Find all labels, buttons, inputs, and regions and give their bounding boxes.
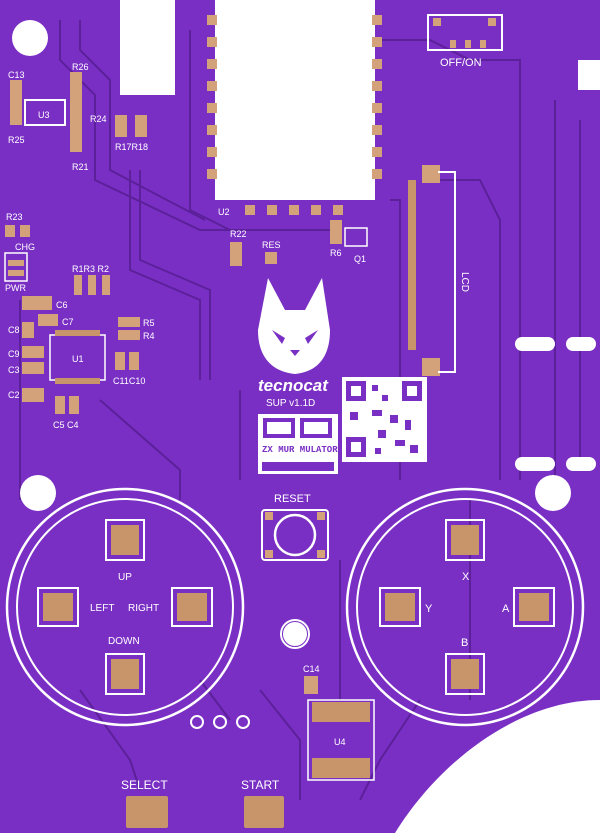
c2-label: C2	[8, 390, 20, 400]
copper-traces	[19, 20, 581, 801]
u1-label: U1	[72, 354, 84, 364]
r5-label: R5	[143, 318, 155, 328]
dpad-down-button[interactable]	[105, 653, 145, 695]
mount-hole-mid-left	[20, 475, 56, 511]
u2-pads	[207, 15, 382, 215]
u4-chip	[307, 699, 375, 781]
tecnocat-cat-logo	[258, 278, 330, 374]
dpad-right-button[interactable]	[171, 587, 213, 627]
side-slot-2	[566, 337, 596, 351]
zx-emulator-logo	[258, 414, 338, 474]
zx-emulator-text: ZX MUR MULATOR	[262, 445, 338, 455]
dpad-right-label: RIGHT	[128, 603, 159, 614]
c9-label: C9	[8, 349, 20, 359]
side-slot-4	[566, 457, 596, 471]
a-button[interactable]	[513, 587, 555, 627]
r17r18-label: R17R18	[115, 142, 148, 152]
lcd-label: LCD	[459, 272, 470, 292]
switch-label: OFF/ON	[440, 57, 482, 69]
side-slot-3	[515, 457, 555, 471]
mount-hole-center	[283, 622, 307, 646]
mount-hole-mid-right	[535, 475, 571, 511]
select-label: SELECT	[121, 778, 168, 792]
r23-label: R23	[6, 212, 23, 222]
dpad-up-button[interactable]	[105, 519, 145, 561]
dpad-down-label: DOWN	[108, 636, 140, 647]
select-button[interactable]	[126, 796, 168, 828]
u2-label: U2	[218, 207, 230, 217]
dpad-left-label: LEFT	[90, 603, 114, 614]
action-inner-ring	[356, 498, 574, 716]
u4-label: U4	[334, 737, 346, 747]
c3-label: C3	[8, 365, 20, 375]
start-label: START	[241, 778, 280, 792]
r4-label: R4	[143, 331, 155, 341]
c11c10-label: C11C10	[113, 376, 145, 386]
qr-code	[342, 377, 427, 462]
c13-label: C13	[8, 70, 25, 80]
lcd-connector	[408, 165, 456, 376]
reset-label: RESET	[274, 493, 311, 505]
b-label: B	[461, 637, 468, 649]
r21-label: R21	[72, 162, 89, 172]
pwr-label: PWR	[5, 283, 26, 293]
x-button[interactable]	[445, 519, 485, 561]
c7-label: C7	[62, 317, 74, 327]
c5c4-label: C5 C4	[53, 420, 79, 430]
u3-label: U3	[38, 110, 50, 120]
u2-module-cutout	[215, 0, 375, 200]
chg-label: CHG	[15, 242, 35, 252]
brand-title: tecnocat	[258, 376, 329, 395]
reset-button[interactable]	[261, 509, 329, 561]
r6-label: R6	[330, 248, 342, 258]
u1-chip	[49, 330, 106, 384]
mount-hole-center-ring	[280, 619, 310, 649]
start-button[interactable]	[244, 796, 284, 828]
r1r3r2-label: R1R3 R2	[72, 264, 109, 274]
res-label: RES	[262, 240, 281, 250]
mount-hole-top-left	[12, 20, 48, 56]
power-switch[interactable]	[427, 14, 503, 51]
dpad-inner-ring	[16, 498, 234, 716]
a-label: A	[502, 603, 510, 615]
r22-label: R22	[230, 229, 247, 239]
c14-label: C14	[303, 664, 320, 674]
dpad-outer-ring	[5, 487, 245, 727]
b-button[interactable]	[445, 653, 485, 695]
r25-label: R25	[8, 135, 25, 145]
action-outer-ring	[345, 487, 585, 727]
r26-label: R26	[72, 62, 89, 72]
u3-chip	[10, 72, 82, 152]
q1-label: Q1	[354, 254, 366, 264]
side-slot-1	[515, 337, 555, 351]
pin-header	[190, 715, 250, 729]
y-button[interactable]	[379, 587, 421, 627]
r24-label: R24	[90, 114, 107, 124]
dpad-left-button[interactable]	[37, 587, 79, 627]
y-label: Y	[425, 603, 433, 615]
c8-label: C8	[8, 325, 20, 335]
x-label: X	[462, 571, 470, 583]
version-label: SUP v1.1D	[266, 398, 315, 409]
dpad-up-label: UP	[118, 572, 132, 583]
c6-label: C6	[56, 300, 68, 310]
